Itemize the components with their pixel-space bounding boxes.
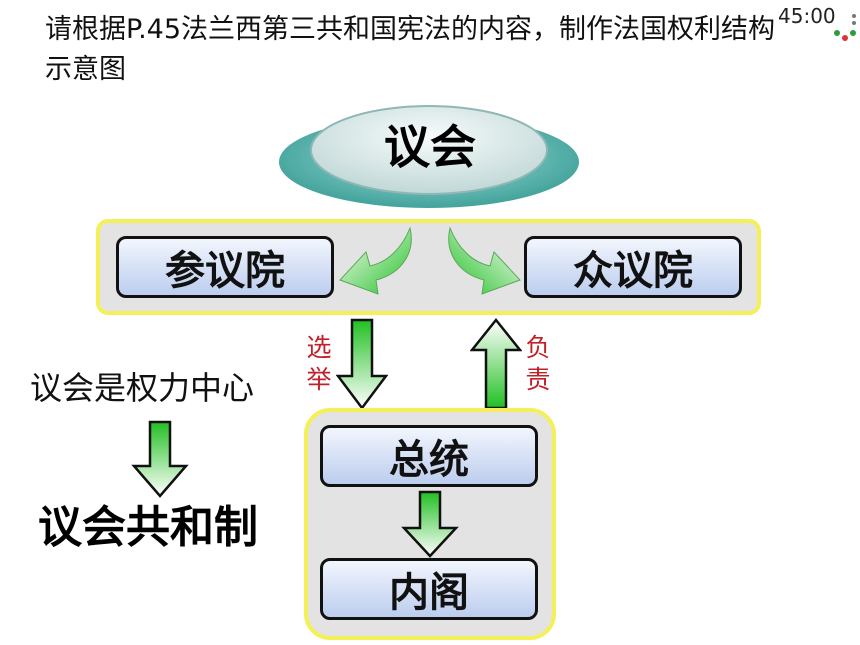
president-to-cabinet-arrow-icon xyxy=(401,490,459,558)
senate-box: 参议院 xyxy=(116,236,334,298)
responsible-up-arrow-icon xyxy=(470,318,522,410)
president-box: 总统 xyxy=(320,425,538,487)
curved-arrow-right-icon xyxy=(448,226,521,295)
responsible-label: 负责 xyxy=(525,333,551,394)
cabinet-box: 内阁 xyxy=(320,558,538,620)
elect-down-arrow-icon xyxy=(336,318,388,410)
countdown-timer: 45:00 xyxy=(778,4,836,28)
center-of-power-note: 议会是权力中心 xyxy=(30,369,255,407)
curved-arrow-left-icon xyxy=(339,226,412,295)
parliamentary-republic-conclusion: 议会共和制 xyxy=(38,502,258,553)
parliament-label: 议会 xyxy=(384,120,476,174)
parliament-ellipse xyxy=(279,105,579,208)
chamber-box: 众议院 xyxy=(524,236,742,298)
timer-dots-icon xyxy=(834,14,856,41)
elect-label: 选举 xyxy=(306,333,332,394)
conclusion-down-arrow-icon xyxy=(131,420,189,498)
slide-instruction: 请根据P.45法兰西第三共和国宪法的内容，制作法国权利结构示意图 xyxy=(45,14,776,85)
